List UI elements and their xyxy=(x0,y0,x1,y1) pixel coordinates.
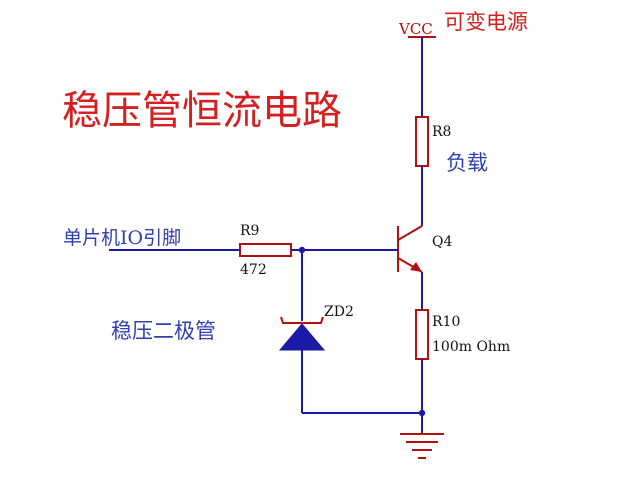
transistor-q4 xyxy=(397,225,423,273)
r9-value: 472 xyxy=(240,262,267,278)
r10-value: 100m Ohm xyxy=(432,339,510,355)
q4-ref: Q4 xyxy=(432,234,452,250)
diagram-title: 稳压管恒流电路 xyxy=(62,88,342,134)
zener-diode-zd2 xyxy=(278,316,326,351)
load-label: 负载 xyxy=(446,151,488,175)
r10-ref: R10 xyxy=(432,314,460,330)
vcc-label: VCC xyxy=(398,20,433,38)
resistor-r10 xyxy=(415,309,429,360)
mcu-io-label: 单片机IO引脚 xyxy=(63,227,181,249)
zener-desc-label: 稳压二极管 xyxy=(111,319,216,343)
resistor-r9 xyxy=(239,243,292,257)
r8-ref: R8 xyxy=(432,124,451,140)
r9-ref: R9 xyxy=(240,223,259,239)
zd2-ref: ZD2 xyxy=(324,304,354,320)
source-label: 可变电源 xyxy=(444,10,528,34)
ground-icon xyxy=(400,433,444,459)
resistor-r8 xyxy=(415,116,429,167)
